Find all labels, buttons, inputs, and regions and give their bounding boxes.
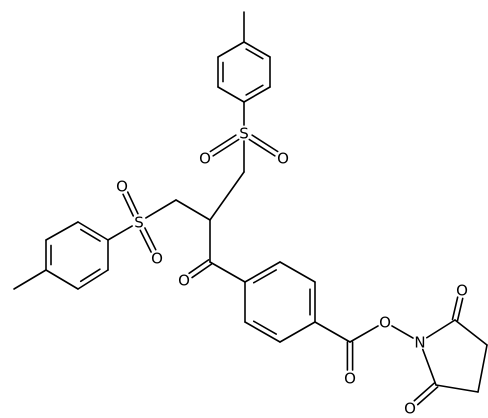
double-bond-pb_c1-pb_c2-inner [252,269,277,284]
double-bond-tu_c1-tu_c2 [243,41,271,58]
double-bond-su_ct-su_o_t-a [456,297,464,322]
double-bond-s1-s1_oL-a [209,134,237,153]
double-bond-su_ct-su_o_t-b [451,296,459,321]
single-bond-n-su_ct [425,319,456,339]
double-bond-pb_c5-pb_c6-inner [252,320,277,335]
single-bond-tl_c2-tl_c3 [45,221,79,241]
atom-background [455,283,469,297]
double-bond-s1-s1_oL-b [212,138,240,157]
single-bond-su_c4-su_cb [435,384,479,393]
single-bond-ch2b-s2 [145,199,177,219]
atom-background [378,315,392,329]
oxygen-atom-label: O [404,400,416,418]
oxygen-atom-label: O [456,282,468,300]
double-bond-co_c-co_o-b [191,263,213,279]
double-bond-co_c-co_o-a [188,259,210,275]
single-bond-pb_c4-pb_c5 [279,321,316,343]
single-bond-ch2a-ch [209,171,245,221]
oxygen-atom-label: O [151,250,163,268]
single-bond-ch-ch2b [175,199,211,221]
double-bond-su_cb-su_o_b-a [413,382,436,402]
single-bond-tl_c4-tl_c5 [45,269,79,290]
single-bond-su_cb-n [421,348,437,386]
oxygen-atom-label: O [379,314,391,332]
double-bond-pb_c5-pb_c6 [244,321,281,343]
single-bond-tu_c6-tu_c1 [217,41,245,58]
single-bond-s2-tl_c1 [107,225,133,241]
double-bond-s2-s2_oT-a [126,191,139,215]
oxygen-atom-label: O [116,178,128,196]
single-bond-es_o-n [391,325,414,339]
single-bond-su_ct-su_c3 [454,319,488,346]
sulfur-atom-label: S [134,214,144,232]
oxygen-atom-label: O [199,150,211,168]
single-bond-pb_c4-es_c [314,321,351,343]
single-bond-co_c-pb_c1 [209,261,246,283]
double-bond-s2-s2_oB-b [144,227,157,251]
double-bond-su_cb-su_o_b-b [416,386,439,406]
double-bond-s2-s2_oB-a [139,229,152,253]
double-bond-s2-s2_oT-b [122,193,135,217]
sulfur-atom-label: S [239,125,249,143]
double-bond-tl_c5-tl_c6-inner [79,268,101,283]
double-bond-pb_c1-pb_c2 [244,261,281,283]
atom-background [115,179,129,193]
atom-background [198,151,212,165]
atom-background [276,151,290,165]
atom-background [413,335,427,349]
single-bond-su_c3-su_c4 [477,344,488,393]
oxygen-atom-label: O [178,272,190,290]
oxygen-atom-label: O [277,150,289,168]
atom-background [343,371,357,385]
atom-background [132,215,146,229]
atom-background [403,401,417,415]
single-bond-pb_c2-pb_c3 [279,261,316,283]
double-bond-tu_c1-tu_c2-inner [245,48,264,60]
double-bond-tl_c1-tl_c2 [77,221,109,241]
double-bond-s1-s1_oR-a [248,138,276,157]
double-bond-tu_c3-tu_c4-inner [245,84,264,96]
atom-background [237,126,251,140]
double-bond-tl_c1-tl_c2-inner [80,228,101,242]
double-bond-tl_c5-tl_c6 [77,269,109,290]
single-bond-es_c-es_o [349,325,379,343]
nitrogen-atom-label: N [414,334,425,352]
single-bond-tl_c4-tl_me [13,269,47,290]
single-bond-tu_c4-tu_c5 [217,86,245,103]
atom-background [150,251,164,265]
double-bond-tu_c3-tu_c4 [243,86,271,103]
atom-background [177,273,191,287]
double-bond-s1-s1_oR-b [251,134,279,153]
oxygen-atom-label: O [344,370,356,388]
